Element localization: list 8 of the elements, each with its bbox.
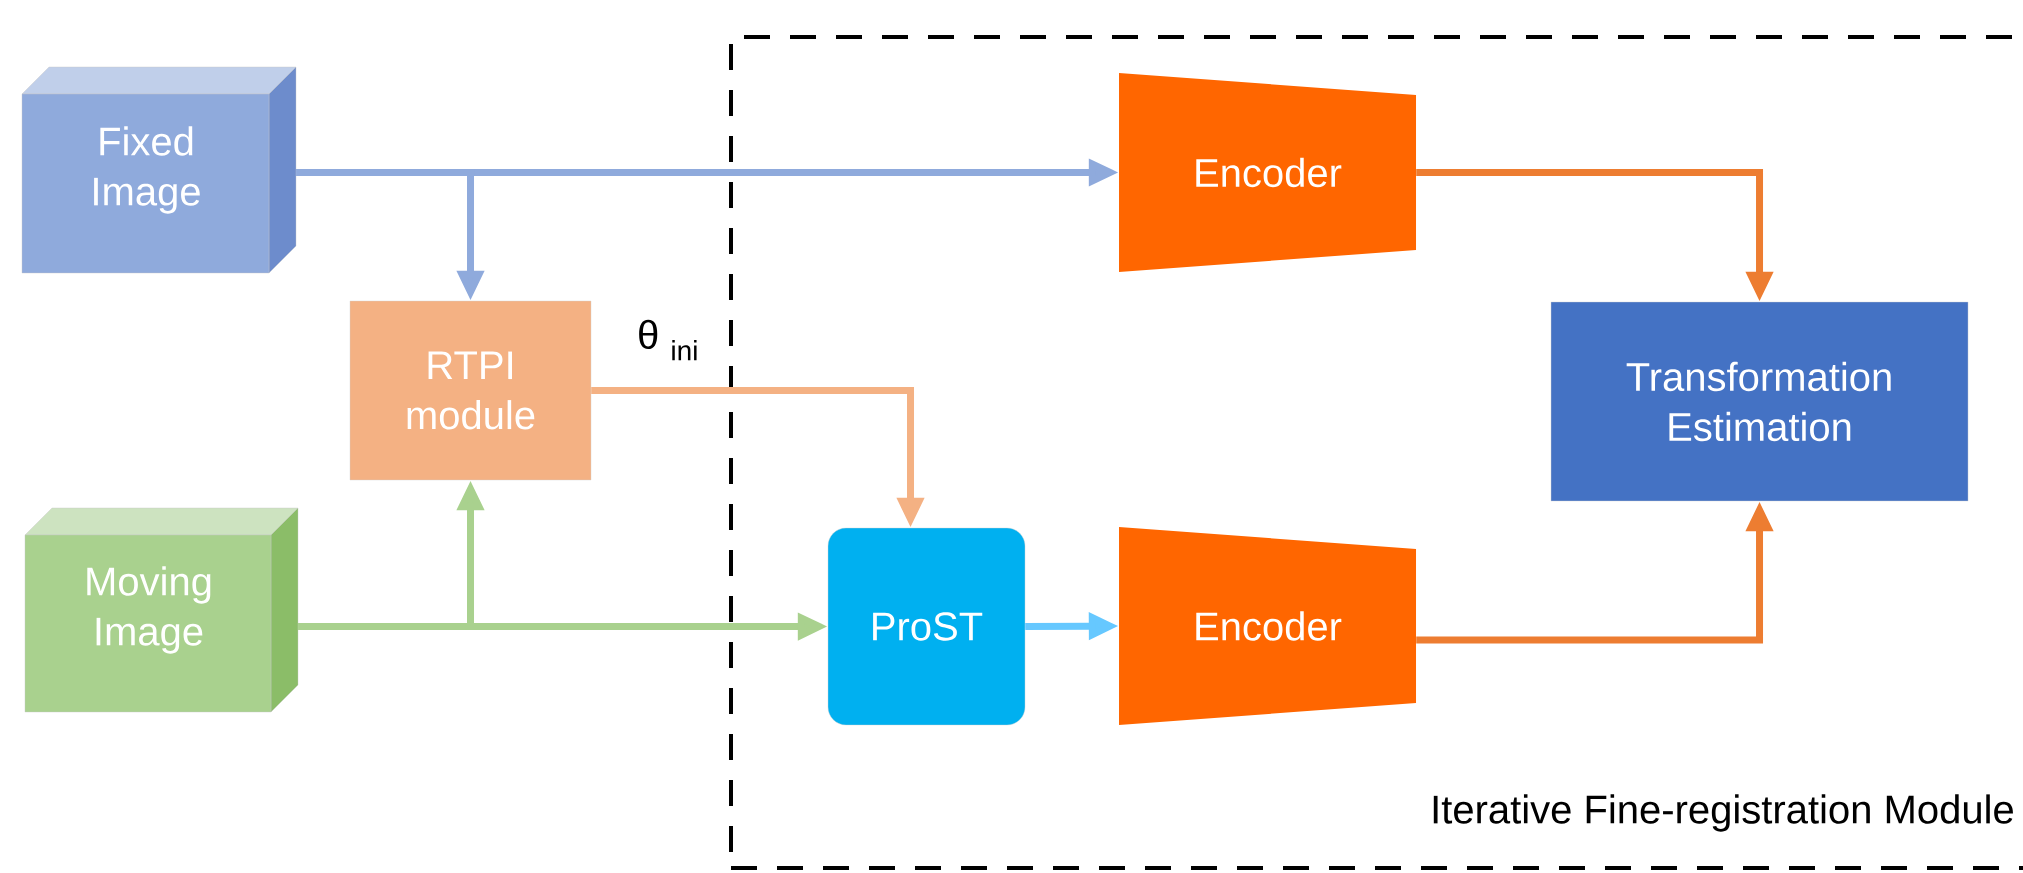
rounded-box: ProST: [827, 527, 1026, 726]
theta-label: θ $_{ini}$: [639, 319, 697, 361]
cube-box: Moving Image: [24, 507, 299, 713]
encoder-trapezoid: Encoder: [1119, 73, 1416, 272]
cube-box: Fixed Image: [21, 66, 297, 274]
encoder-trapezoid: Encoder: [1119, 527, 1416, 725]
process-box: RTPI module: [349, 300, 592, 481]
process-box: Transformation Estimation: [1550, 301, 1969, 502]
